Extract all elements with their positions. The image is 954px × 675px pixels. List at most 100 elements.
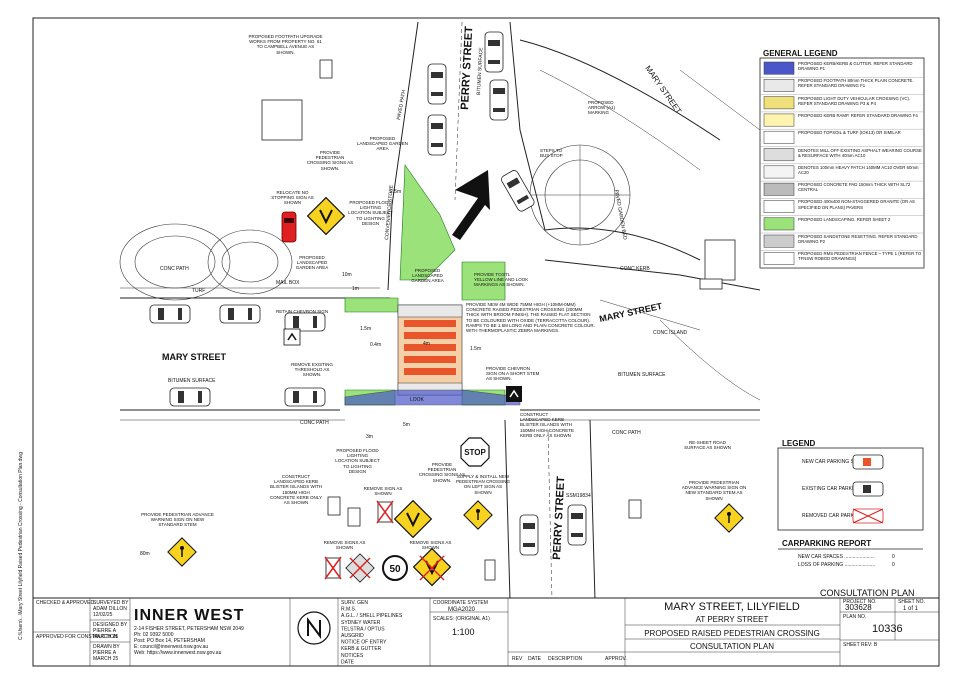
project-type: CONSULTATION PLAN — [690, 642, 774, 651]
note-kerb-blister-1: CONSTRUCT LANDSCAPED KERB BLISTER ISLAND… — [270, 474, 322, 505]
title-block: CHECKED & APPROVED APPROVED FOR CONSTRUC… — [32, 597, 940, 667]
look-marking: LOOK — [410, 397, 425, 403]
service-item: SURV. GEN — [341, 600, 368, 606]
dim-1-5m-right: 1.5m — [470, 346, 481, 352]
tb-drawn-by: DRAWN BY — [93, 644, 120, 650]
general-legend: GENERAL LEGEND PROPOSED KERB/KERB & GUTT… — [759, 49, 925, 269]
scales-label: SCALES: (ORIGINAL A1) — [433, 616, 490, 622]
general-legend-swatch — [763, 234, 795, 248]
traffic-signs: STOP 50 — [167, 59, 744, 587]
label-bitumen-2: BITUMEN SURFACE — [618, 372, 666, 378]
label-conc-path-2: CONC PATH — [300, 420, 329, 426]
speed-sign-text: 50 — [389, 564, 401, 575]
plan-annotations: PROPOSED FOOTPATH UPGRADE WORKS FROM PRO… — [140, 34, 746, 557]
general-legend-item: PROPOSED TOPSOIL & TURF (IOK13) OR SIMIL… — [798, 130, 901, 136]
note-flood-lighting-2: PROPOSED FLOOD LIGHTING LOCATION SUBJECT… — [335, 448, 380, 474]
note-remove-signs-1: REMOVE SIGN AS SHOWN — [363, 486, 403, 497]
note-arrow-marking: PROPOSED ARROW (A1) MARKING — [588, 100, 615, 116]
dim-2-5m: 2.5m — [390, 189, 401, 195]
road-layout — [120, 21, 761, 601]
consultation-banner: CONSULTATION PLAN — [820, 588, 915, 598]
coord-value: MGA2020 — [448, 607, 476, 613]
note-remove-threshold: REMOVE EXISTING THRESHOLD AS SHOWN. — [291, 362, 333, 378]
plan-no-label: PLAN NO. — [843, 614, 866, 620]
parked-cars — [149, 31, 587, 556]
note-ped-signs-2: PROVIDE PEDESTRIAN CROSSING SIGNS AS SHO… — [418, 462, 466, 483]
general-legend-swatch — [763, 252, 795, 265]
council-logo: INNER WEST — [134, 607, 244, 624]
street-perry-north: PERRY STREET — [459, 26, 475, 111]
tb-drawn-date: MARCH 25 — [93, 656, 119, 662]
council-phone: Ph: 02 9392 5000 — [134, 632, 174, 638]
label-conc-kerb: CONC KERB — [620, 266, 650, 272]
dim-10m: 10m — [342, 272, 352, 278]
note-advance-warning-1: PROVIDE PEDESTRIAN ADVANCE WARNING SIGN … — [141, 512, 214, 528]
service-item: NOTICE OF ENTRY — [341, 640, 387, 646]
loss-value: 0 — [892, 562, 895, 568]
tb-survey-date: 12/02/25 — [93, 612, 113, 618]
rev-header-approv: APPROV. — [605, 656, 627, 662]
stop-sign-text: STOP — [464, 448, 486, 457]
dim-80m: 80m — [140, 551, 150, 557]
service-item: A.G.L. / SHELL PIPELINES — [341, 613, 403, 619]
note-steps-bus: STEPS TO BUS STOP — [540, 148, 563, 159]
label-conc-path-3: CONC PATH — [612, 430, 641, 436]
note-relocate-no-stopping: RELOCATE NO STOPPING SIGN AS SHOWN — [271, 190, 314, 206]
general-legend-swatch — [763, 130, 795, 144]
project-no-label: PROJECT NO. — [843, 599, 877, 605]
rev-header-date: DATE — [528, 656, 542, 662]
general-legend-swatch — [763, 79, 795, 92]
general-legend-item: PROPOSED LIGHT DUTY VEHICULAR CROSSING (… — [798, 95, 911, 106]
arrow-marking-icon — [452, 170, 490, 240]
general-legend-item: DENOTES MILL OFF EXISTING ASPHALT WEARIN… — [798, 147, 922, 158]
plan-no: 10336 — [872, 623, 903, 635]
general-legend-item: PROPOSED CONCRETE PAD 150mm THICK WITH S… — [798, 182, 911, 193]
dim-0-4m: 0.4m — [370, 342, 381, 348]
general-legend-swatch — [763, 61, 795, 75]
general-legend-item: PROPOSED FOOTPATH 80mm THICK PLAIN CONCR… — [798, 78, 914, 89]
note-ped-signs: PROVIDE PEDESTRIAN CROSSING SIGNS AS SHO… — [306, 150, 354, 171]
label-conc-island: CONC ISLAND — [653, 330, 688, 336]
new-spaces-label: NEW CAR SPACES ...................... — [798, 554, 875, 560]
council-web: Web: https://www.innerwest.nsw.gov.au — [134, 650, 222, 656]
project-desc: PROPOSED RAISED PEDESTRIAN CROSSING — [644, 629, 820, 638]
service-item: KERB & GUTTER — [341, 646, 382, 652]
note-yellow-line: PROVIDE TC0/TL YELLOW LINE AND LOOK MARK… — [474, 272, 529, 288]
general-legend-item: DENOTES 100mm HEAVY PATCH 140MM AC10 OVE… — [798, 164, 919, 175]
general-legend-swatch — [763, 200, 795, 213]
note-raised-crossing: PROVIDE NEW 4M WIDE 75MM HIGH (+10MM-0MM… — [466, 302, 595, 333]
note-reseat-road: RE-SHEET ROAD SURFACE AS SHOWN — [684, 440, 731, 451]
rev-header-description: DESCRIPTION — [548, 656, 583, 662]
general-legend-swatch — [763, 165, 795, 179]
project-no: 303628 — [845, 603, 872, 612]
label-pit: SSM19834 — [566, 493, 591, 499]
carparking-report: CARPARKING REPORT NEW CAR SPACES .......… — [778, 539, 923, 568]
note-footpath-upgrade: PROPOSED FOOTPATH UPGRADE WORKS FROM PRO… — [248, 34, 323, 55]
dim-5m: 5m — [403, 422, 410, 428]
no-stopping-sign-box — [261, 99, 303, 141]
general-legend-item: PROPOSED LANDSCAPING. REFER SHEET 2 — [798, 216, 891, 222]
general-legend-swatch — [763, 148, 795, 162]
general-legend-item: PROPOSED RMS PEDESTRIAN FENCE – TYPE 1 (… — [798, 251, 922, 262]
scale-value: 1:100 — [452, 627, 475, 637]
council-address: 2-14 FISHER STREET, PETERSHAM NSW 2049 — [134, 626, 244, 632]
note-remove-signs-2: REMOVE SIGNS AS SHOWN — [323, 540, 366, 551]
loss-label: LOSS OF PARKING ...................... — [798, 562, 875, 568]
tb-approved-label: CHECKED & APPROVED — [36, 600, 94, 606]
general-legend-item: PROPOSED 400x400 NON-STAGGERED GRANITE (… — [798, 199, 915, 210]
north-arrow-icon — [297, 611, 331, 645]
general-legend-item: PROPOSED KERB RAMP. REFER STANDARD DRAWI… — [798, 112, 918, 118]
trees-west — [119, 223, 293, 301]
note-landscaped-garden-1: PROPOSED LANDSCAPED GARDEN AREA — [356, 136, 408, 152]
label-turf: TURF — [192, 288, 205, 294]
tb-design-date: MARCH 25 — [93, 634, 119, 640]
side-file-path: C:\Users\...\Mary Street Lilyfield Raise… — [18, 452, 24, 640]
note-chevron-sign: PROVIDE CHEVRON SIGN ON A SHORT STEM AS … — [486, 366, 540, 382]
note-landscaped-garden-2: PROPOSED LANDSCAPED GARDEN AREA — [295, 255, 329, 271]
general-legend-item: PROPOSED SANDSTONE RESETTING. REFER STAN… — [798, 234, 918, 245]
general-legend-title: GENERAL LEGEND — [763, 49, 838, 58]
tb-designed-by: DESIGNED BY — [93, 622, 128, 628]
legend-new-car: NEW CAR PARKING SPACE — [802, 459, 868, 465]
carparking-title: CARPARKING REPORT — [782, 539, 871, 548]
